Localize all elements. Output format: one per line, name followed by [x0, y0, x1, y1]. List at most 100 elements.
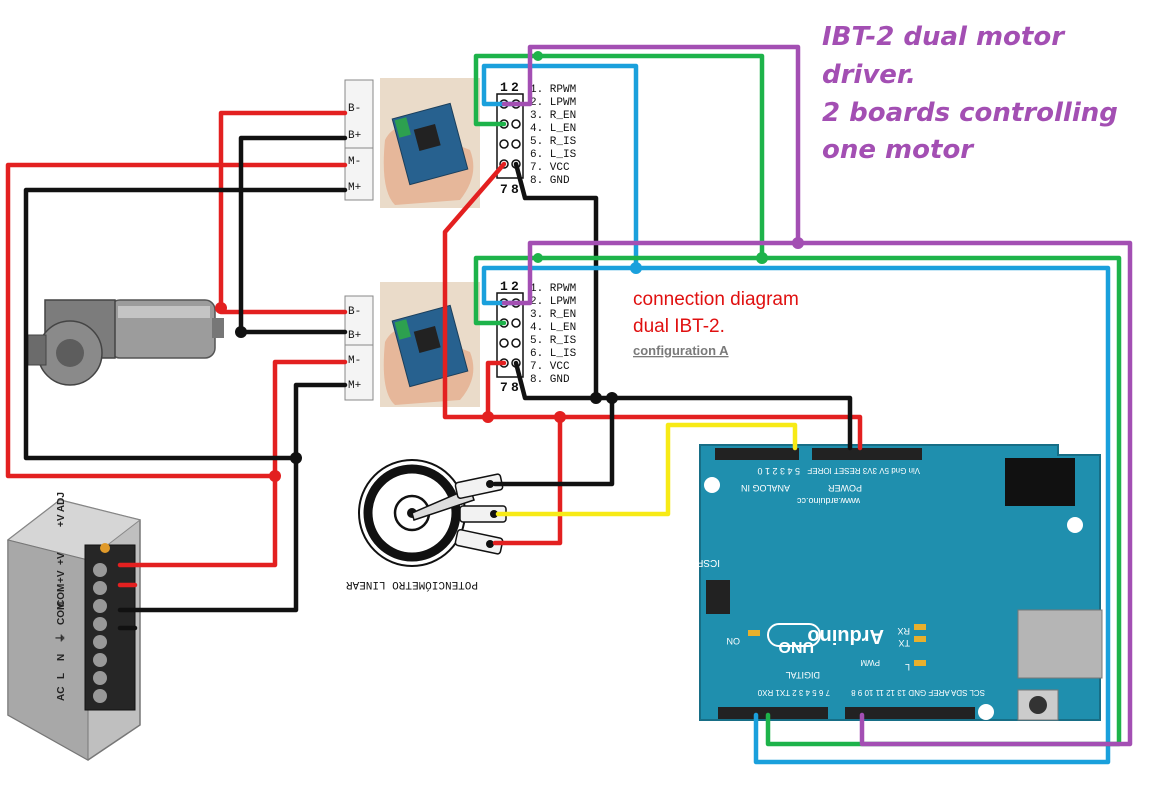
wire-purple-upper: [501, 44, 801, 246]
power-header: [812, 448, 922, 460]
l-label: L: [905, 662, 910, 672]
usb-port: [1017, 609, 1103, 679]
svg-text:6. L_IS: 6. L_IS: [530, 348, 577, 360]
wire-black-psu-upper: [23, 187, 348, 461]
ibt2-upper-terminal-m-plus: M+: [348, 182, 361, 194]
svg-text:2. LPWM: 2. LPWM: [530, 296, 576, 308]
title-line-4: one motor: [822, 135, 975, 165]
psu-terminal-screws: [93, 563, 107, 703]
svg-text:AC: AC: [56, 687, 67, 701]
wire-green-lower: [473, 255, 1122, 747]
wire-green-upper: [473, 53, 765, 261]
dc-jack: [1005, 458, 1075, 506]
power-label: POWER: [827, 483, 862, 493]
analog-header: [715, 448, 799, 460]
ibt2-lower-terminal-b-minus: B-: [348, 306, 361, 318]
svg-text:1. RPWM: 1. RPWM: [530, 84, 576, 96]
svg-text:8. GND: 8. GND: [530, 374, 570, 386]
wire-blue-lower: [481, 265, 1111, 765]
svg-text:8: 8: [511, 182, 519, 197]
wire-red-psu-upper: [5, 162, 348, 479]
caption-line-1: connection diagram: [633, 289, 799, 310]
wire-purple-lower: [501, 240, 1133, 747]
on-led: [748, 630, 760, 636]
svg-text:2: 2: [511, 80, 519, 95]
svg-text:5. R_IS: 5. R_IS: [530, 136, 577, 148]
title-line-2: driver.: [822, 60, 916, 90]
svg-text:2. LPWM: 2. LPWM: [530, 97, 576, 109]
svg-text:+V: +V: [56, 570, 67, 583]
diagram-title: IBT-2 dual motor driver. 2 boards contro…: [822, 22, 1118, 165]
wire-black-pot: [492, 395, 615, 487]
wire-red-vcc-upper: [442, 161, 507, 420]
potentiometer: POTENCIÓMETRO LINEAR: [346, 459, 507, 592]
ibt2-lower-terminal-m-plus: M+: [348, 380, 361, 392]
ibt2-board-lower: B- B+ M- M+: [344, 282, 480, 407]
wire-red-pot: [492, 414, 563, 546]
analog-in-label: ANALOG IN: [741, 483, 790, 493]
svg-text:1. RPWM: 1. RPWM: [530, 283, 576, 295]
wire-black-psu-lower: [117, 382, 348, 613]
on-label: ON: [727, 636, 741, 646]
wire-black-gnd-upper: [513, 161, 599, 401]
arduino-logo: Arduino: [807, 625, 884, 647]
psu-adjust-pot: [100, 543, 110, 553]
svg-text:1: 1: [500, 279, 508, 294]
title-line-1: IBT-2 dual motor: [822, 22, 1066, 52]
wire-junctions: [215, 51, 804, 482]
caption-line-2: dual IBT-2.: [633, 316, 725, 337]
wire-blue-upper: [481, 63, 639, 271]
digital-label: DIGITAL: [786, 670, 820, 680]
ibt2-board-upper: B- B+ M- M+: [344, 78, 480, 208]
power-pin-names: Vin Gnd 5V 3V3 RESET IOREF: [807, 466, 920, 475]
ibt2-header-lower: 1 2 7 8 1. RPWM 2. LPWM 3. R_EN 4. L_EN …: [496, 279, 577, 395]
svg-text:6. L_IS: 6. L_IS: [530, 149, 577, 161]
svg-text:7. VCC: 7. VCC: [530, 361, 570, 373]
wires: [5, 44, 1133, 765]
ibt2-upper-terminal-m-minus: M-: [348, 156, 361, 168]
svg-text:5. R_IS: 5. R_IS: [530, 335, 577, 347]
pwm-label: PWM: [860, 658, 880, 667]
svg-text:3. R_EN: 3. R_EN: [530, 110, 576, 122]
website-label: www.arduino.cc: [796, 496, 861, 506]
digital-header-high: [845, 707, 975, 719]
potentiometer-label: POTENCIÓMETRO LINEAR: [346, 578, 478, 592]
ibt2-lower-terminal-m-minus: M-: [348, 355, 361, 367]
svg-text:+V: +V: [56, 552, 67, 565]
ibt2-upper-terminal-b-minus: B-: [348, 103, 361, 115]
svg-text:7: 7: [500, 380, 508, 395]
svg-text:1: 1: [500, 80, 508, 95]
digital-pin-numbers-high: SCL SDA AREF GND 13 12 11 10 9 8: [851, 688, 985, 697]
title-line-3: 2 boards controlling: [822, 98, 1118, 128]
svg-text:N: N: [56, 654, 67, 661]
svg-text:2: 2: [511, 279, 519, 294]
icsp-label: ICSP: [696, 557, 720, 568]
wire-yellow-wiper: [495, 422, 798, 517]
psu-labels: +V ADJ +V +V COM COM ⏚ N L AC: [55, 492, 67, 701]
svg-text:4. L_EN: 4. L_EN: [530, 123, 576, 135]
ibt2-header-upper: 1 2 7 8 1. RPWM 2. LPWM 3. R_EN 4. L_EN …: [496, 80, 577, 197]
digital-pin-numbers-low: 7 6 5 4 3 2 TX1 RX0: [757, 688, 830, 697]
wire-red-motor-upper: [218, 110, 348, 311]
svg-text:+V ADJ: +V ADJ: [56, 492, 67, 527]
svg-text:⏚: ⏚: [55, 633, 67, 643]
ibt2-lower-terminal-b-plus: B+: [348, 330, 361, 342]
dc-motor: [27, 299, 224, 386]
svg-text:COM: COM: [56, 602, 67, 625]
ibt2-upper-terminal-b-plus: B+: [348, 130, 361, 142]
svg-text:L: L: [56, 673, 67, 679]
digital-header-low: [718, 707, 828, 719]
analog-pin-numbers: 5 4 3 2 1 0: [757, 466, 800, 476]
wire-black-motor-upper: [238, 135, 348, 335]
tx-label: TX: [898, 638, 910, 648]
svg-text:8: 8: [511, 380, 519, 395]
reset-button-cap[interactable]: [1029, 696, 1047, 714]
svg-text:8. GND: 8. GND: [530, 175, 570, 187]
arduino-uno: ICSP Arduino UNO ON RX TX L www.arduino.…: [696, 444, 1103, 721]
icsp-header: [706, 580, 730, 614]
wire-red-psu-lower: [117, 359, 348, 568]
svg-text:3. R_EN: 3. R_EN: [530, 309, 576, 321]
power-supply: +V ADJ +V +V COM COM ⏚ N L AC: [6, 492, 142, 761]
svg-text:7: 7: [500, 182, 508, 197]
